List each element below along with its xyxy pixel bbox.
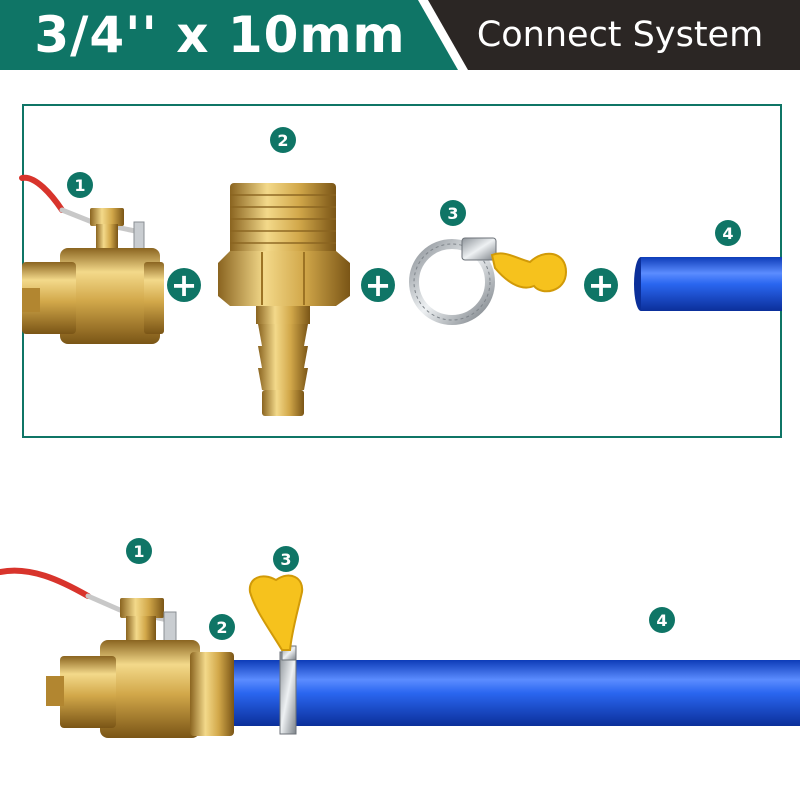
system-title: Connect System [476,15,764,55]
assembled-fitting [190,652,234,736]
hose-barb-fitting-icon [218,183,350,416]
header-background [0,0,800,70]
plus-icon-3: + [584,268,618,302]
assembly-label-3: 3 [273,546,299,572]
header-banner: 3/4'' x 10mm Connect System [0,0,800,70]
assembly-illustration [0,567,800,738]
size-title: 3/4'' x 10mm [34,6,406,64]
ball-valve-icon [19,174,164,344]
hose-clamp-icon [409,237,568,325]
assembly-label-1: 1 [126,538,152,564]
badge-part-1: 1 [67,172,93,198]
badge-part-4: 4 [715,220,741,246]
assembly-label-2: 2 [209,614,235,640]
plus-icon-2: + [361,268,395,302]
badge-part-3: 3 [440,200,466,226]
assembly-label-4: 4 [649,607,675,633]
assembled-clamp [279,651,297,735]
plus-icon-1: + [167,268,201,302]
blue-hose-icon [634,257,782,311]
valve-handle [0,567,91,599]
clamp-key-icon [248,574,304,651]
assembled-hose [232,660,800,726]
badge-part-2: 2 [270,127,296,153]
header-dark-panel [428,0,800,70]
assembled-valve [100,640,200,738]
header-teal-panel [0,0,458,70]
